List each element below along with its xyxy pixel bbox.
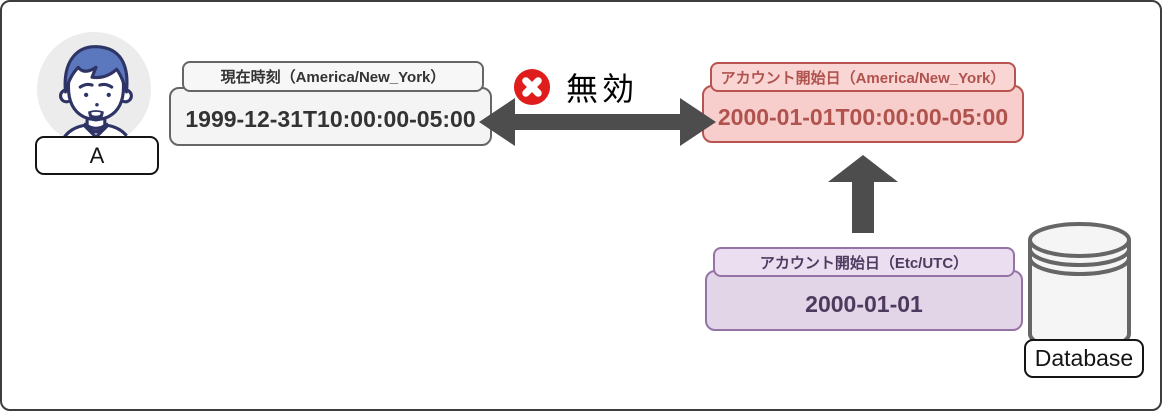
database-icon [1028,222,1131,352]
database-label-text: Database [1034,345,1134,371]
actor-label-text: A [89,142,105,168]
account-start-utc-box: 2000-01-01 [705,270,1023,331]
current-time-header: 現在時刻（America/New_York） [182,61,484,92]
invalid-status-label: 無効 [566,71,639,107]
actor-label: A [35,136,159,175]
account-start-utc-value: 2000-01-01 [805,290,923,317]
account-start-ny-value: 2000-01-01T00:00:00-05:00 [717,104,1009,130]
database-label: Database [1024,339,1144,378]
account-start-ny-box: 2000-01-01T00:00:00-05:00 [702,85,1024,143]
user-avatar-icon [36,31,152,147]
account-start-utc-header: アカウント開始日（Etc/UTC） [713,247,1015,277]
error-cross-icon [513,68,551,106]
current-time-value: 1999-12-31T10:00:00-05:00 [185,106,476,132]
account-start-ny-header: アカウント開始日（America/New_York） [710,62,1016,92]
current-time-box: 1999-12-31T10:00:00-05:00 [169,87,492,146]
bidirectional-arrow [479,98,716,146]
up-arrow [828,155,898,233]
